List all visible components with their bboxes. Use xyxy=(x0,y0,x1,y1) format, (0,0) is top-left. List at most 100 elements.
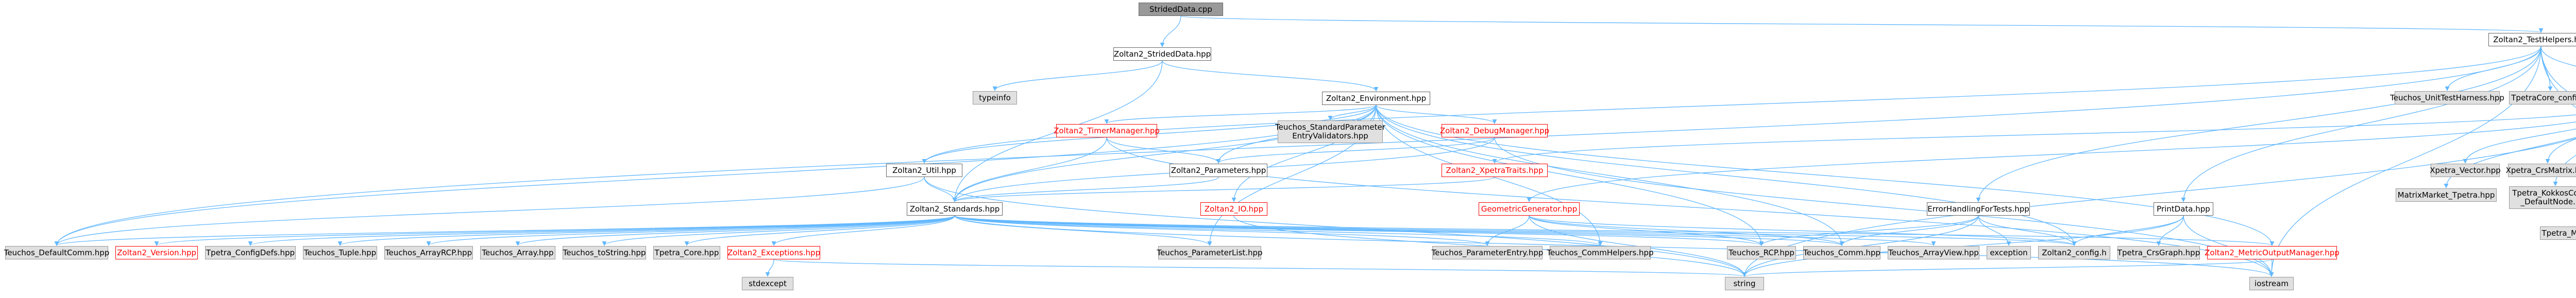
node-label: EntryValidators.hpp xyxy=(1292,131,1368,141)
node-xpetra-crsmat[interactable]: Xpetra_CrsMatrix.hpp xyxy=(2505,164,2576,177)
node-tpetracore-cfg[interactable]: TpetraCore_config.h xyxy=(2509,91,2576,104)
node-paramlist[interactable]: Teuchos_ParameterList.hpp xyxy=(1157,246,1263,259)
edge-timer-to-parameters xyxy=(1106,137,1221,164)
node-stdexcept[interactable]: stdexcept xyxy=(742,277,793,290)
node-tpetra-multivec[interactable]: Tpetra_MultiVector.hpp xyxy=(2540,226,2576,240)
node-arrayview[interactable]: Teuchos_ArrayView.hpp xyxy=(1888,246,1979,259)
edge-errhandling-to-rcp xyxy=(1759,215,1979,246)
node-label: Zoltan2_Exceptions.hpp xyxy=(727,248,821,257)
edge-exceptions-to-stdexcept xyxy=(765,259,774,277)
node-io[interactable]: Zoltan2_IO.hpp xyxy=(1200,202,1267,216)
node-label: Zoltan2_TimerManager.hpp xyxy=(1054,126,1160,135)
node-tpetra-core[interactable]: Tpetra_Core.hpp xyxy=(653,246,720,259)
edge-standards-to-paramentry xyxy=(954,215,1490,246)
node-errhandling[interactable]: ErrorHandlingForTests.hpp xyxy=(1927,202,2030,216)
node-config[interactable]: Zoltan2_config.h xyxy=(2038,246,2110,259)
node-array[interactable]: Teuchos_Array.hpp xyxy=(480,246,555,259)
edge-strided_cpp-to-testhelpers xyxy=(1180,15,2543,33)
node-matrixmarket[interactable]: MatrixMarket_Tpetra.hpp xyxy=(2396,188,2497,202)
node-arrayrcp[interactable]: Teuchos_ArrayRCP.hpp xyxy=(384,246,473,259)
edge-environment-to-debug xyxy=(1376,104,1497,124)
node-util[interactable]: Zoltan2_Util.hpp xyxy=(886,164,962,177)
node-unittest[interactable]: Teuchos_UnitTestHarness.hpp xyxy=(2390,91,2504,104)
edge-testhelpers-to-iostream xyxy=(2269,46,2541,277)
edge-errhandling-to-comm xyxy=(1839,215,1979,246)
node-xpetra-vec[interactable]: Xpetra_Vector.hpp xyxy=(2430,164,2501,177)
node-environment[interactable]: Zoltan2_Environment.hpp xyxy=(1322,92,1430,105)
node-kokkoscompat[interactable]: Tpetra_KokkosCompat_DefaultNode.hpp xyxy=(2509,186,2576,209)
node-label: Tpetra_CrsGraph.hpp xyxy=(2117,248,2200,257)
node-label: Teuchos_ParameterList.hpp xyxy=(1157,248,1263,257)
edge-timer-to-standards xyxy=(952,137,1107,202)
edge-xpetratraits-to-standards xyxy=(952,177,1495,202)
node-label: PrintData.hpp xyxy=(2157,204,2210,214)
node-label: _DefaultNode.hpp xyxy=(2520,197,2576,206)
node-label: Zoltan2_Environment.hpp xyxy=(1326,93,1427,103)
node-metricout[interactable]: Zoltan2_MetricOutputManager.hpp xyxy=(2205,246,2340,259)
node-label: Tpetra_MultiVector.hpp xyxy=(2541,228,2576,238)
node-paramentry[interactable]: Teuchos_ParameterEntry.hpp xyxy=(1432,246,1543,259)
node-label: Tpetra_Core.hpp xyxy=(654,248,719,257)
node-label: TpetraCore_config.h xyxy=(2511,93,2576,102)
node-label: Xpetra_CrsMatrix.hpp xyxy=(2505,165,2576,175)
node-crsgraph[interactable]: Tpetra_CrsGraph.hpp xyxy=(2117,246,2200,259)
node-label: Tpetra_KokkosCompat xyxy=(2512,188,2576,198)
edge-metricout-to-string xyxy=(1742,259,2273,277)
node-defaultcomm[interactable]: Teuchos_DefaultComm.hpp xyxy=(4,246,110,259)
node-comm[interactable]: Teuchos_Comm.hpp xyxy=(1803,246,1880,259)
node-label: typeinfo xyxy=(979,93,1011,102)
node-string[interactable]: string xyxy=(1725,277,1764,290)
node-rcp[interactable]: Teuchos_RCP.hpp xyxy=(1727,246,1796,259)
edge-strided_hpp-to-typeinfo xyxy=(992,60,1163,91)
node-typeinfo[interactable]: typeinfo xyxy=(973,91,1017,104)
node-label: ErrorHandlingForTests.hpp xyxy=(1927,204,2029,214)
edge-geomgen-to-rcp xyxy=(1529,215,1764,246)
node-label: Zoltan2_DebugManager.hpp xyxy=(1439,126,1550,135)
node-label: Teuchos_toString.hpp xyxy=(563,248,646,257)
edge-errhandling-to-config xyxy=(1978,215,2077,246)
node-testhelpers[interactable]: Zoltan2_TestHelpers.hpp xyxy=(2488,33,2576,46)
edge-standards-to-commhelpers xyxy=(954,215,1603,246)
node-label: stdexcept xyxy=(749,278,787,288)
edge-testhelpers-to-util xyxy=(922,46,2541,164)
node-xpetratraits[interactable]: Zoltan2_XpetraTraits.hpp xyxy=(1442,164,1548,177)
node-commhelpers[interactable]: Teuchos_CommHelpers.hpp xyxy=(1547,246,1654,259)
node-tpetra-cfgdefs[interactable]: Tpetra_ConfigDefs.hpp xyxy=(205,246,296,259)
node-version[interactable]: Zoltan2_Version.hpp xyxy=(115,246,198,259)
node-geomgen[interactable]: GeometricGenerator.hpp xyxy=(1479,202,1580,216)
edge-environment-to-timer xyxy=(1104,104,1377,124)
node-label: GeometricGenerator.hpp xyxy=(1481,204,1578,214)
edge-environment-to-config xyxy=(1376,104,2077,246)
edge-userinput-to-xpetra_vec xyxy=(2463,128,2576,164)
node-parameters[interactable]: Zoltan2_Parameters.hpp xyxy=(1170,164,1267,177)
node-label: Teuchos_DefaultComm.hpp xyxy=(4,248,110,257)
node-label: Teuchos_CommHelpers.hpp xyxy=(1547,248,1654,257)
edge-standards-to-tuple xyxy=(337,215,955,246)
node-tostring[interactable]: Teuchos_toString.hpp xyxy=(563,246,646,259)
node-label: MatrixMarket_Tpetra.hpp xyxy=(2397,190,2495,200)
edge-strided_cpp-to-strided_hpp xyxy=(1160,15,1181,47)
edge-parameters-to-standards xyxy=(952,177,1219,202)
node-iostream[interactable]: iostream xyxy=(2249,277,2294,290)
edge-testhelpers-to-defaultcomm xyxy=(54,46,2541,246)
edge-userinput-to-xpetratraits xyxy=(1492,114,2576,164)
node-label: iostream xyxy=(2255,278,2289,288)
node-standards[interactable]: Zoltan2_Standards.hpp xyxy=(907,202,1003,216)
node-label: Teuchos_Array.hpp xyxy=(482,248,554,257)
node-label: Teuchos_ParameterEntry.hpp xyxy=(1431,248,1544,257)
node-label: Zoltan2_Parameters.hpp xyxy=(1171,165,1266,175)
node-timer[interactable]: Zoltan2_TimerManager.hpp xyxy=(1054,124,1160,137)
node-strided-cpp[interactable]: StridedData.cpp xyxy=(1139,3,1223,16)
node-strided-hpp[interactable]: Zoltan2_StridedData.hpp xyxy=(1113,47,1211,61)
edge-standards-to-paramlist xyxy=(954,215,1212,246)
node-exception[interactable]: exception xyxy=(1987,246,2031,259)
edge-standards-to-metricout xyxy=(954,215,2274,246)
edge-printdata-to-crsgraph xyxy=(2156,215,2184,246)
node-tuple[interactable]: Teuchos_Tuple.hpp xyxy=(303,246,377,259)
node-exceptions[interactable]: Zoltan2_Exceptions.hpp xyxy=(727,246,820,259)
edge-errhandling-to-exception xyxy=(1978,215,2011,246)
edge-geomgen-to-comm xyxy=(1529,215,1844,246)
node-printdata[interactable]: PrintData.hpp xyxy=(2154,202,2213,216)
node-debug[interactable]: Zoltan2_DebugManager.hpp xyxy=(1439,124,1550,137)
